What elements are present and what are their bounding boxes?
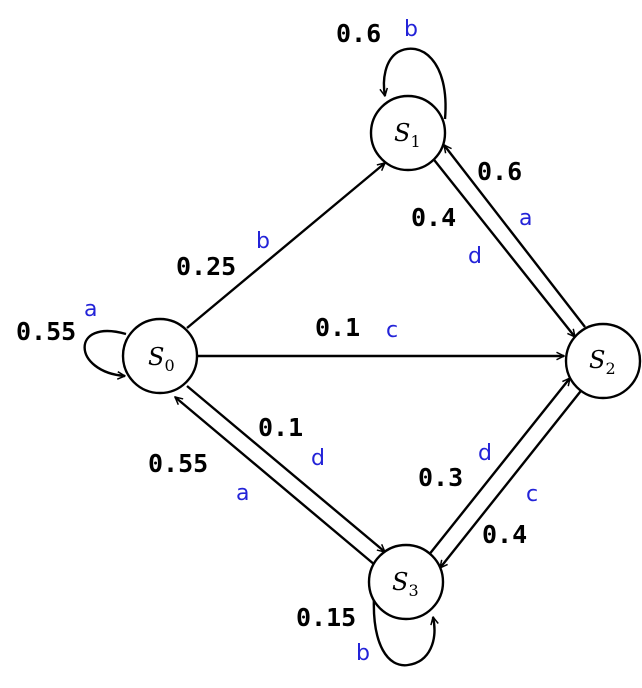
node-s1: S1 <box>369 94 447 172</box>
symbol-s3-s3: b <box>356 641 370 666</box>
symbol-s0-s1: b <box>256 229 270 254</box>
symbol-s3-s0: a <box>236 481 249 506</box>
prob-s0-s3: 0.1 <box>258 413 303 442</box>
edge-s0-s1 <box>186 163 385 329</box>
prob-s2-s3: 0.4 <box>482 520 527 549</box>
node-s2: S2 <box>564 322 642 400</box>
prob-s3-s0: 0.55 <box>148 449 208 478</box>
prob-s2-s1: 0.6 <box>477 157 522 186</box>
prob-s1-s2: 0.4 <box>411 203 456 232</box>
prob-s0-s1: 0.25 <box>176 252 236 281</box>
edge-s3-s0 <box>175 397 376 566</box>
node-s3: S3 <box>367 543 445 621</box>
symbol-s1-s1: b <box>404 17 418 42</box>
node-s0: S0 <box>121 317 199 395</box>
symbol-s3-s2: d <box>478 441 492 466</box>
edge-s1-s1 <box>384 47 447 120</box>
edge-s1-s2 <box>430 155 575 337</box>
edge-s0-s3 <box>186 385 385 552</box>
prob-s0-s0: 0.55 <box>16 317 76 346</box>
symbol-s0-s0: a <box>84 297 97 322</box>
edge-s2-s3 <box>440 386 585 568</box>
symbol-s2-s3: c <box>526 482 538 507</box>
edge-s3-s3 <box>372 595 435 667</box>
svg-text:S3: S3 <box>392 568 419 600</box>
edge-s0-s0 <box>83 329 127 376</box>
edge-s2-s1 <box>444 145 586 328</box>
svg-text:S2: S2 <box>589 346 616 378</box>
prob-s3-s2: 0.3 <box>418 463 463 492</box>
svg-text:S0: S0 <box>148 343 175 375</box>
symbol-s2-s1: a <box>519 206 532 231</box>
edge-s3-s2 <box>427 378 570 557</box>
symbol-s0-s2: c <box>386 318 398 343</box>
prob-s1-s1: 0.6 <box>336 19 381 48</box>
svg-text:S1: S1 <box>394 119 421 151</box>
symbol-s1-s2: d <box>468 244 482 269</box>
prob-s0-s2: 0.1 <box>315 313 360 342</box>
symbol-s0-s3: d <box>311 446 325 471</box>
prob-s3-s3: 0.15 <box>296 603 356 632</box>
